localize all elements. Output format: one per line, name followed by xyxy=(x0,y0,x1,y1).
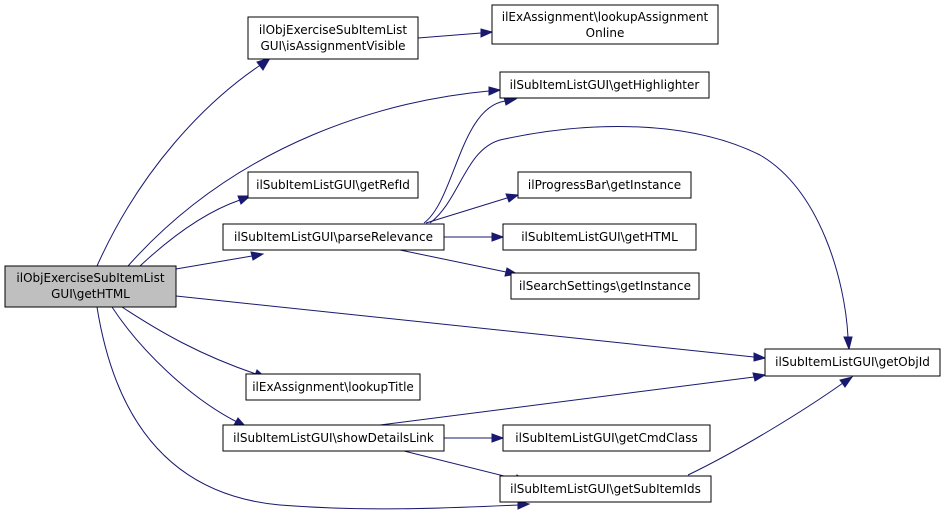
node-get-ref-id-box xyxy=(247,171,419,199)
node-lookup-title-label: ilExAssignment\lookupTitle xyxy=(252,380,414,394)
node-root-box xyxy=(4,265,177,308)
node-progress-bar-get-instance-label: ilProgressBar\getInstance xyxy=(528,178,681,192)
node-get-highlighter-label: ilSubItemListGUI\getHighlighter xyxy=(510,78,700,92)
node-show-details-link[interactable]: ilSubItemListGUI\showDetailsLink xyxy=(222,424,445,452)
node-search-settings-get-instance-box xyxy=(510,272,700,300)
node-lookup-assignment-online-line-1: ilExAssignment\lookupAssignment xyxy=(502,10,709,24)
edge-parse-relevance-to-get-highlighter xyxy=(423,96,518,224)
node-root-line-1: ilObjExerciseSubItemList xyxy=(16,271,164,285)
nodes: ilObjExerciseSubItemList GUI\getHTML ilO… xyxy=(4,4,941,503)
node-is-assignment-visible-line-1: ilObjExerciseSubItemList xyxy=(259,23,407,37)
edge-root-to-get-sub-item-ids xyxy=(96,306,531,510)
edge-root-to-lookup-title xyxy=(121,306,268,379)
node-lookup-assignment-online-line-2: Online xyxy=(586,26,625,40)
edge-get-sub-item-ids-to-get-obj-id xyxy=(687,376,854,476)
edge-parse-relevance-to-sub-get-html xyxy=(444,232,505,242)
node-get-sub-item-ids-label: ilSubItemListGUI\getSubItemIds xyxy=(510,482,701,496)
node-get-obj-id[interactable]: ilSubItemListGUI\getObjId xyxy=(764,348,941,377)
node-get-highlighter[interactable]: ilSubItemListGUI\getHighlighter xyxy=(499,71,710,99)
node-lookup-title[interactable]: ilExAssignment\lookupTitle xyxy=(245,373,421,401)
edge-parse-relevance-to-progress-instance xyxy=(425,193,520,224)
node-show-details-link-label: ilSubItemListGUI\showDetailsLink xyxy=(233,431,434,445)
edge-root-to-show-details-link xyxy=(111,306,248,428)
edge-parse-relevance-to-get-obj-id xyxy=(429,126,853,351)
node-sub-get-html[interactable]: ilSubItemListGUI\getHTML xyxy=(502,223,697,251)
edge-show-details-link-to-get-obj-id xyxy=(379,372,767,426)
node-get-ref-id[interactable]: ilSubItemListGUI\getRefId xyxy=(247,171,419,199)
node-get-highlighter-box xyxy=(499,71,710,99)
node-get-cmd-class-box xyxy=(502,424,711,452)
edges xyxy=(96,28,854,510)
node-lookup-assignment-online[interactable]: ilExAssignment\lookupAssignment Online xyxy=(491,4,719,45)
node-parse-relevance-label: ilSubItemListGUI\parseRelevance xyxy=(234,230,433,244)
node-parse-relevance[interactable]: ilSubItemListGUI\parseRelevance xyxy=(222,223,445,251)
edge-show-details-link-to-get-cmd-class xyxy=(444,433,505,443)
node-get-cmd-class-label: ilSubItemListGUI\getCmdClass xyxy=(515,431,697,445)
node-parse-relevance-box xyxy=(222,223,445,251)
node-root[interactable]: ilObjExerciseSubItemList GUI\getHTML xyxy=(4,265,177,308)
edge-root-to-parse-relevance xyxy=(175,251,265,270)
node-is-assignment-visible[interactable]: ilObjExerciseSubItemList GUI\isAssignmen… xyxy=(247,16,419,60)
edge-root-to-get-ref-id xyxy=(139,195,252,267)
node-is-assignment-visible-line-2: GUI\isAssignmentVisible xyxy=(260,39,405,53)
node-get-obj-id-label: ilSubItemListGUI\getObjId xyxy=(775,355,930,369)
node-sub-get-html-box xyxy=(502,223,697,251)
node-is-assignment-visible-box xyxy=(247,16,419,60)
node-root-line-2: GUI\getHTML xyxy=(51,287,130,301)
node-search-settings-get-instance-label: ilSearchSettings\getInstance xyxy=(519,279,691,293)
edge-root-to-is-assignment-visible xyxy=(96,57,272,267)
node-progress-bar-get-instance[interactable]: ilProgressBar\getInstance xyxy=(517,171,692,199)
node-progress-bar-get-instance-box xyxy=(517,171,692,199)
node-show-details-link-box xyxy=(222,424,445,452)
edge-root-to-get-obj-id xyxy=(175,295,767,362)
node-get-cmd-class[interactable]: ilSubItemListGUI\getCmdClass xyxy=(502,424,711,452)
node-lookup-title-box xyxy=(245,373,421,401)
edge-is-assignment-visible-to-lookup-online xyxy=(417,28,494,39)
node-search-settings-get-instance[interactable]: ilSearchSettings\getInstance xyxy=(510,272,700,300)
edge-root-to-get-highlighter xyxy=(127,86,502,267)
node-get-sub-item-ids[interactable]: ilSubItemListGUI\getSubItemIds xyxy=(499,475,712,503)
node-get-obj-id-box xyxy=(764,348,941,377)
node-get-sub-item-ids-box xyxy=(499,475,712,503)
node-sub-get-html-label: ilSubItemListGUI\getHTML xyxy=(521,230,678,244)
node-lookup-assignment-online-box xyxy=(491,4,719,45)
edge-parse-relevance-to-search-instance xyxy=(399,249,519,277)
node-get-ref-id-label: ilSubItemListGUI\getRefId xyxy=(256,178,410,192)
